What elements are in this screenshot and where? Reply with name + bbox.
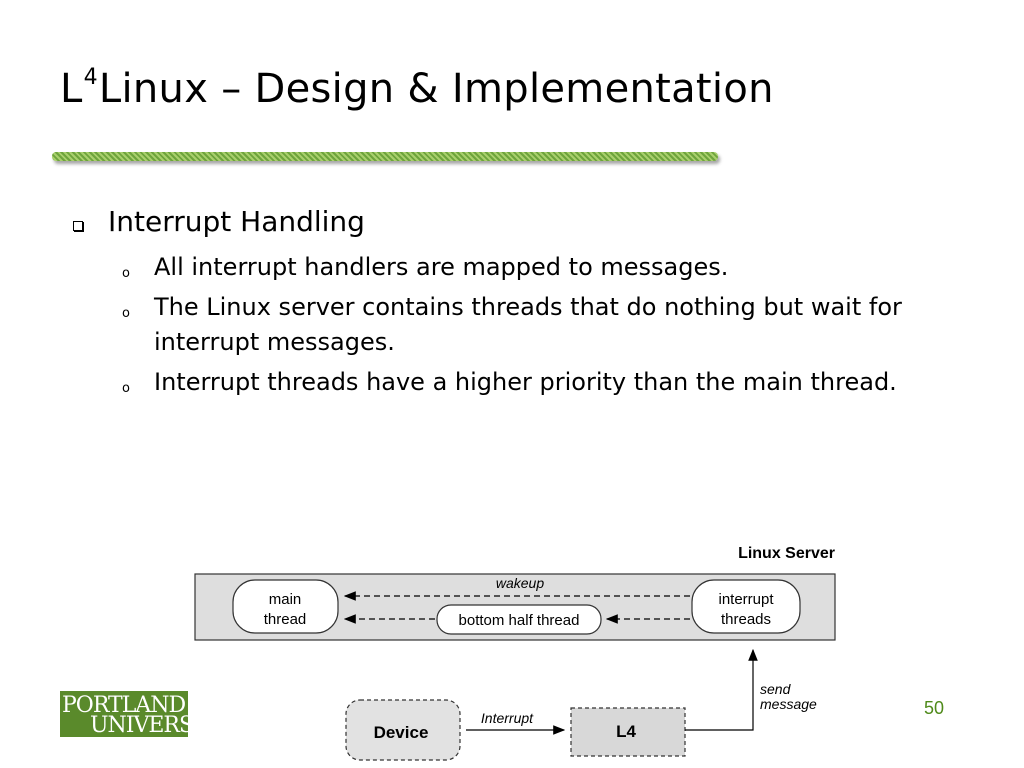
- logo-text-1: PORTLAND S: [62, 693, 188, 718]
- bottom-half-thread-box: [436, 604, 602, 635]
- l4-label: L4: [616, 722, 636, 741]
- wakeup-label: wakeup: [496, 575, 544, 591]
- interrupt-diagram: Linux Server main thread interrupt threa…: [190, 538, 850, 768]
- send-message-label-1: send: [760, 681, 792, 697]
- linux-server-label: Linux Server: [738, 545, 835, 562]
- l4-box: [570, 707, 686, 757]
- square-bullet-icon: [73, 221, 83, 231]
- interrupt-threads-box: [691, 579, 801, 634]
- portland-state-logo: PORTLAND S UNIVERSI: [60, 691, 188, 737]
- title-prefix: L: [60, 66, 83, 112]
- bottom-half-thread-label: bottom half thread: [459, 612, 580, 629]
- sub-bullet-icon: o: [122, 381, 130, 396]
- logo-text-2: UNIVERSI: [90, 713, 188, 737]
- bullet-1: All interrupt handlers are mapped to mes…: [154, 253, 729, 281]
- interrupt-arrow-label: Interrupt: [481, 710, 534, 726]
- main-thread-label-1: main: [269, 591, 302, 608]
- title-superscript: 4: [83, 64, 98, 90]
- title-rest: Linux – Design & Implementation: [98, 66, 774, 112]
- sub-bullet-icon: o: [122, 266, 130, 281]
- heading-interrupt-handling: Interrupt Handling: [108, 205, 365, 238]
- main-thread-box: [232, 579, 339, 634]
- main-thread-label-2: thread: [264, 611, 307, 628]
- title-divider: [52, 152, 718, 161]
- bullet-3: Interrupt threads have a higher priority…: [154, 368, 897, 396]
- l4-to-interrupt-threads-arrow: [685, 648, 758, 731]
- device-label: Device: [374, 723, 429, 742]
- bullet-2: The Linux server contains threads that d…: [154, 293, 902, 356]
- interrupt-threads-label-1: interrupt: [718, 591, 774, 608]
- sub-bullet-icon: o: [122, 306, 130, 321]
- page-number: 50: [924, 698, 945, 718]
- device-box: [345, 699, 461, 761]
- interrupt-threads-label-2: threads: [721, 611, 771, 628]
- slide-title: L4Linux – Design & Implementation: [60, 64, 774, 112]
- send-message-label-2: message: [760, 696, 817, 712]
